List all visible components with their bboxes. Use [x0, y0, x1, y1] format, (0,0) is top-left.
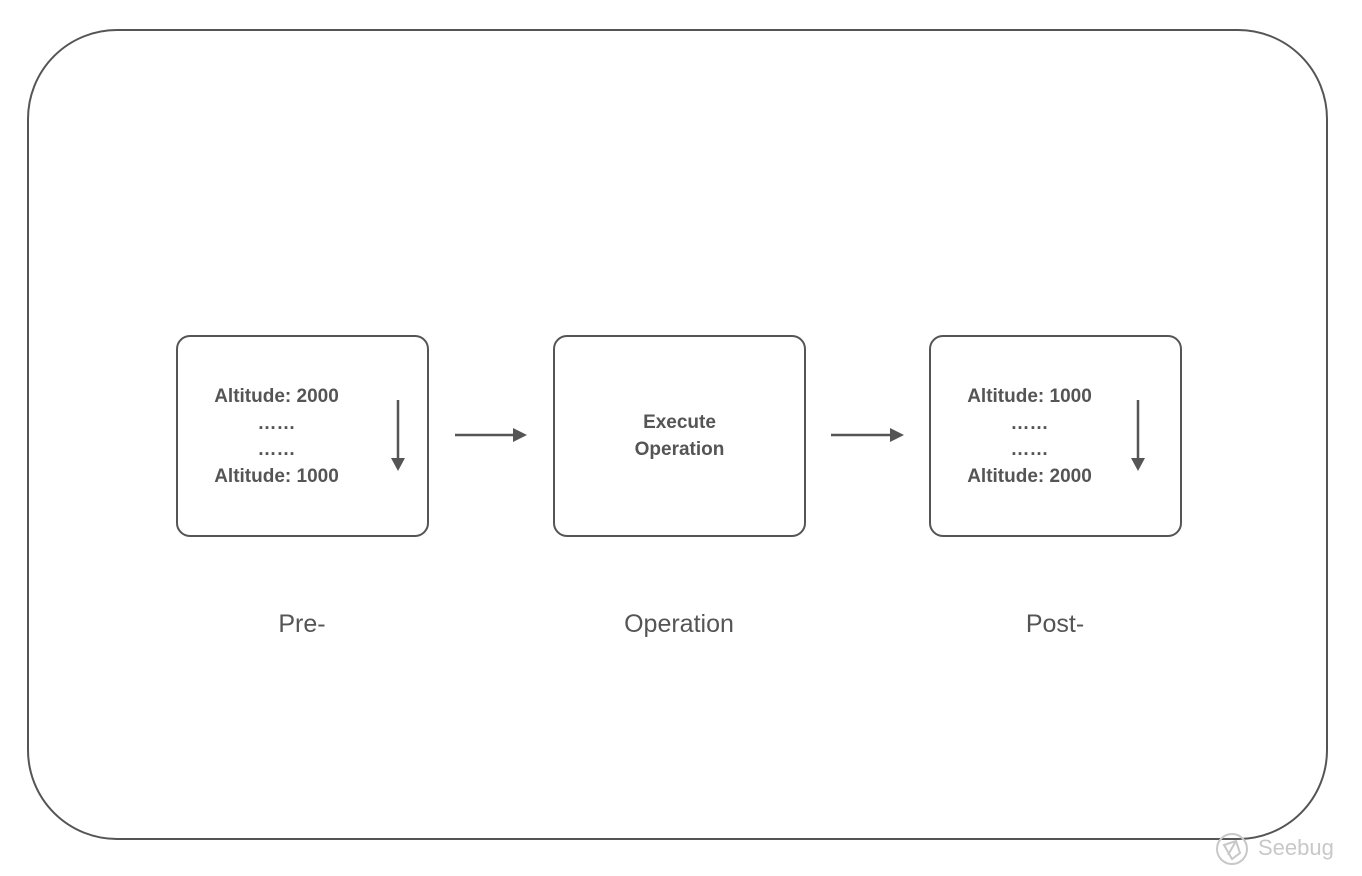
caption-pre: Pre- — [278, 610, 326, 638]
post-altitude-start: Altitude: 1000 — [967, 386, 1092, 407]
operation-box: Execute Operation — [553, 335, 806, 537]
post-ellipsis-1: …… — [1010, 413, 1049, 434]
post-ellipsis-2: …… — [1010, 439, 1049, 460]
pre-ellipsis-2: …… — [257, 439, 296, 460]
seebug-logo-icon — [1216, 833, 1248, 865]
outer-frame — [27, 29, 1328, 840]
pre-ellipsis-1: …… — [257, 413, 296, 434]
pre-altitude-end: Altitude: 1000 — [214, 466, 339, 487]
pre-state-box: Altitude: 2000 …… …… Altitude: 1000 — [176, 335, 429, 537]
caption-post: Post- — [1025, 610, 1085, 638]
seebug-watermark: Seebug — [1214, 829, 1344, 869]
post-state-box: Altitude: 1000 …… …… Altitude: 2000 — [929, 335, 1182, 537]
post-altitude-end: Altitude: 2000 — [967, 466, 1092, 487]
post-down-arrow-icon — [1131, 400, 1145, 471]
operation-to-post-arrow-icon — [831, 428, 904, 442]
operation-line-2: Operation — [634, 439, 725, 460]
seebug-watermark-text: Seebug — [1258, 835, 1334, 860]
pre-to-operation-arrow-icon — [455, 428, 527, 442]
pre-down-arrow-icon — [391, 400, 405, 471]
caption-operation: Operation — [624, 610, 734, 638]
pre-altitude-start: Altitude: 2000 — [214, 386, 339, 407]
operation-line-1: Execute — [643, 412, 716, 433]
